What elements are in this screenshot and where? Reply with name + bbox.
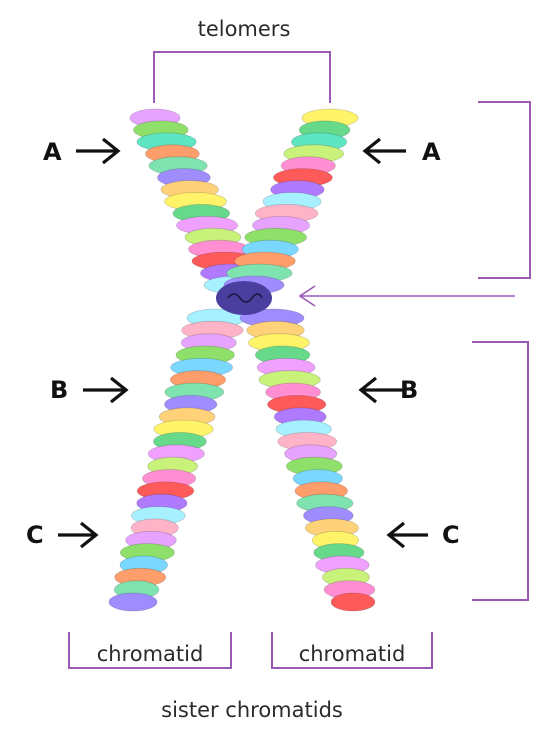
lower-left-arm [109, 309, 245, 611]
marker-c-right-letter: C [442, 521, 460, 549]
chromatid-band [109, 593, 157, 611]
telomeres-bracket [154, 52, 330, 103]
marker-a-right-letter: A [422, 138, 441, 166]
chromatid-band [331, 593, 375, 611]
short-arm-bracket [478, 102, 530, 278]
long-arm-bracket [472, 342, 528, 600]
upper-right-arm [224, 109, 358, 294]
arrow-left-icon [389, 523, 428, 547]
left-chromatid-label: chromatid [97, 642, 204, 666]
marker-c-left-letter: C [26, 521, 44, 549]
right-chromatid-label: chromatid [299, 642, 406, 666]
telomers-label: telomers [198, 17, 291, 41]
centromere [216, 281, 272, 315]
chromosome-body [109, 109, 375, 611]
marker-a-left-letter: A [43, 138, 62, 166]
marker-b-left-letter: B [50, 376, 68, 404]
arrow-right-icon [58, 523, 96, 547]
arrow-left-icon [361, 378, 404, 402]
sister-chromatids-label: sister chromatids [161, 698, 343, 722]
lower-right-arm [240, 309, 375, 611]
arrow-left-icon [365, 139, 406, 163]
arrow-right-icon [76, 139, 118, 163]
arrow-right-icon [83, 378, 126, 402]
